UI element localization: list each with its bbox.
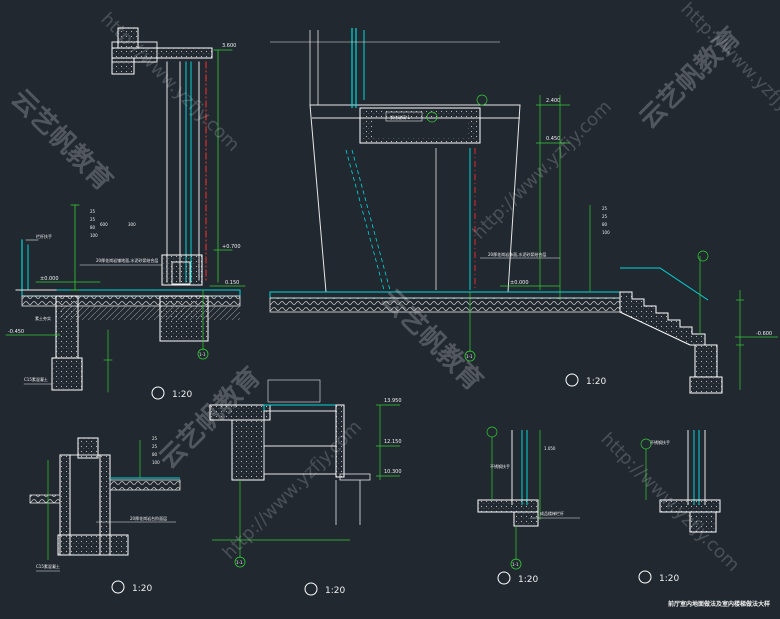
- section-callout: 1-1: [466, 354, 473, 359]
- note-label: 成品楼梯栏杆: [540, 510, 564, 516]
- detail-5: 不锈钢扶手 1.050 成品楼梯栏杆 1-1 1:20: [477, 426, 580, 585]
- dim-value: 25: [152, 436, 158, 441]
- dim-value: 80: [152, 452, 158, 457]
- detail-3: 25 25 80 100 20厚花岗岩台阶面层 C15素混凝土 1:20: [29, 436, 181, 594]
- detail-marker-4: [304, 582, 318, 596]
- elevation-label: 13.950: [384, 398, 402, 404]
- elevation-label: 2.400: [546, 98, 560, 104]
- note-label: 20厚花岗岩台阶面层: [130, 515, 167, 521]
- scale-label: 1:20: [518, 575, 538, 585]
- dim-value: 100: [602, 230, 610, 235]
- dim-value: 100: [152, 460, 160, 465]
- elevation-label: 12.150: [384, 439, 402, 445]
- note-label: C15素混凝土: [24, 376, 48, 382]
- dim-value: 25: [602, 206, 608, 211]
- note-label: 栏杆扶手: [36, 233, 52, 239]
- elevation-label: 10.300: [384, 469, 402, 475]
- dim-value: 25: [602, 214, 608, 219]
- detail-1: 3.600 +0.700 25 25 80 100 600 300 ±0.000…: [5, 27, 246, 400]
- detail-marker-6: [638, 570, 652, 584]
- scale-label: 1:20: [132, 584, 152, 594]
- note-label: 素土夯实: [35, 315, 51, 321]
- detail-marker-3: [111, 580, 125, 594]
- detail-marker-1: [151, 386, 165, 400]
- dim-value: 25: [90, 209, 96, 214]
- elevation-label: 0.450: [546, 136, 560, 142]
- note-label: C15素混凝土: [36, 563, 60, 569]
- dim-value: 300: [128, 222, 136, 227]
- dim-value: 100: [90, 233, 98, 238]
- scale-label: 1:20: [586, 377, 606, 387]
- elevation-label: -0.450: [8, 329, 24, 335]
- section-callout: 1-1: [199, 352, 206, 357]
- watermark-url: http://www.yzfjy.com: [96, 9, 243, 156]
- elevation-label: 1.050: [544, 446, 556, 451]
- dim-value: 80: [602, 222, 608, 227]
- elevation-label: 0.150: [225, 280, 239, 286]
- dim-value: 25: [152, 444, 158, 449]
- note-label: 20厚花岗岩铺地面,水泥砂浆结合层: [96, 257, 158, 263]
- section-callout: 1-1: [512, 562, 519, 567]
- note-label: 不锈钢扶手: [490, 463, 510, 469]
- scale-label: 1:20: [325, 586, 345, 596]
- dim-value: 600: [100, 222, 108, 227]
- dim-value: 80: [90, 225, 96, 230]
- detail-6: 不锈钢扶手 1:20: [638, 430, 721, 584]
- elevation-label: +0.700: [222, 244, 241, 250]
- elevation-label: -0.600: [756, 331, 772, 337]
- note-label: 不锈钢扶手: [650, 439, 670, 445]
- detail-marker-2: [565, 373, 579, 387]
- watermark-url: http://www.yzfjy.com: [596, 429, 743, 576]
- elevation-label: 3.600: [222, 43, 236, 49]
- section-callout: 1-1: [236, 560, 243, 565]
- scale-label: 1:20: [659, 574, 679, 584]
- detail-marker-5: [497, 571, 511, 585]
- elevation-label: ±0.000: [510, 280, 529, 286]
- note-label: 20厚花岗岩饰面,水泥砂浆结合层: [488, 251, 546, 257]
- elevation-label: ±0.000: [40, 276, 59, 282]
- sheet-title: 前厅室内地面做法及室内楼梯做法大样: [668, 600, 770, 608]
- note-label: 钢化玻璃-1: [390, 114, 410, 120]
- detail-2: 钢化玻璃-1 2.400 0.450 ±0.000 -0.600 25 25 8…: [269, 28, 778, 394]
- scale-label: 1:20: [172, 390, 192, 400]
- dim-value: 25: [90, 217, 96, 222]
- detail-4: 13.950 12.150 10.300 1-1 1:20: [209, 379, 402, 596]
- watermark-brand: 云艺帆教育: [5, 83, 119, 197]
